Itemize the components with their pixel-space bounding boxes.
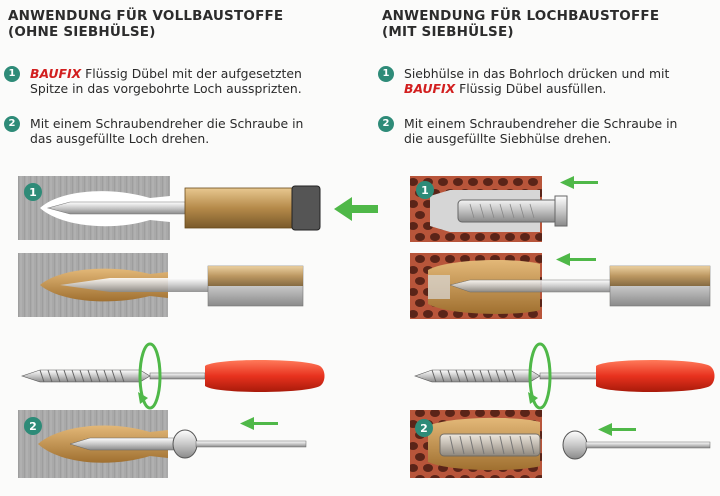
left-step-1-text-b: Spitze in das vorgebohrte Loch aussprizt… — [30, 81, 302, 96]
step-number-badge: 1 — [378, 66, 394, 82]
left-panel-1: 1 — [18, 176, 378, 240]
left-step-1-text: BAUFIX Flüssig Dübel mit der aufgesetzte… — [30, 66, 340, 96]
left-screwdriver — [21, 342, 325, 410]
left-title-line1: ANWENDUNG FÜR VOLLBAUSTOFFE — [8, 8, 284, 24]
right-step-1-text-b: Flüssig Dübel ausfüllen. — [455, 81, 607, 96]
right-step-2-text: Mit einem Schraubendreher die Schraube i… — [404, 116, 714, 146]
screw-head — [172, 429, 198, 459]
arrow-left-icon — [560, 176, 598, 189]
left-step-2-text-b: das ausgefüllte Loch drehen. — [30, 131, 210, 146]
right-step-2-text-a: Mit einem Schraubendreher die Schraube i… — [404, 116, 678, 131]
right-screwdriver — [414, 342, 715, 410]
right-step-1-text: Siebhülse in das Bohrloch drücken und mi… — [404, 66, 714, 96]
nozzle — [449, 279, 613, 293]
cartridge — [184, 187, 296, 229]
screwdriver-handle — [596, 360, 715, 392]
step-badge-text: 2 — [420, 422, 428, 435]
left-panel-2 — [18, 253, 304, 317]
nozzle — [46, 201, 186, 215]
left-step-2-text-a: Mit einem Schraubendreher die Schraube i… — [30, 116, 304, 131]
step-number-badge: 1 — [4, 66, 20, 82]
step-badge-text: 1 — [421, 184, 429, 197]
step-badge-icon — [415, 419, 433, 437]
right-panel-1: 1 — [410, 176, 598, 242]
arrow-left-icon — [598, 423, 636, 436]
screw — [21, 369, 151, 383]
step-number-badge: 2 — [378, 116, 394, 132]
screwdriver-handle — [205, 360, 325, 392]
left-step-1-text-a: Flüssig Dübel mit der aufgesetzten — [81, 66, 302, 81]
step-badge-icon — [416, 181, 434, 199]
arrow-left-icon — [240, 417, 278, 430]
rotation-arrow-icon — [528, 342, 552, 410]
left-title-line2: (OHNE SIEBHÜLSE) — [8, 24, 156, 40]
arrow-left-icon — [334, 197, 378, 221]
brand-name: BAUFIX — [404, 81, 456, 96]
step-badge-icon — [24, 183, 42, 201]
sieve-sleeve — [457, 199, 559, 223]
right-panel-2 — [410, 253, 711, 319]
step-badge-text: 2 — [29, 420, 37, 433]
nozzle — [60, 278, 210, 292]
right-title: ANWENDUNG FÜR LOCHBAUSTOFFE (MIT SIEBHÜL… — [382, 8, 720, 40]
arrow-left-icon — [556, 253, 596, 266]
right-title-line2: (MIT SIEBHÜLSE) — [382, 24, 514, 40]
left-step-2-text: Mit einem Schraubendreher die Schraube i… — [30, 116, 340, 146]
right-title-line1: ANWENDUNG FÜR LOCHBAUSTOFFE — [382, 8, 660, 24]
sieve-sleeve — [439, 433, 541, 457]
screwdriver-shaft — [195, 440, 307, 448]
screw — [69, 437, 176, 451]
step-number-badge: 2 — [4, 116, 20, 132]
left-column: ANWENDUNG FÜR VOLLBAUSTOFFE (OHNE SIEBHÜ… — [4, 0, 358, 146]
screw-head — [562, 430, 588, 460]
right-column: ANWENDUNG FÜR LOCHBAUSTOFFE (MIT SIEBHÜL… — [378, 0, 720, 146]
step-badge-icon — [24, 417, 42, 435]
cartridge-cap — [291, 185, 321, 231]
sieve-collar — [554, 195, 568, 227]
rotation-arrow-icon — [138, 342, 162, 410]
screwdriver-shaft — [149, 372, 206, 380]
step-badge-text: 1 — [29, 186, 37, 199]
left-panel-3: 2 — [18, 410, 307, 478]
right-step-1-text-a: Siebhülse in das Bohrloch drücken und mi… — [404, 66, 670, 81]
right-panel-3: 2 — [410, 410, 711, 478]
right-step-2-text-b: die ausgefüllte Siebhülse drehen. — [404, 131, 612, 146]
left-title: ANWENDUNG FÜR VOLLBAUSTOFFE (OHNE SIEBHÜ… — [8, 8, 358, 40]
brand-name: BAUFIX — [30, 66, 82, 81]
screwdriver-shaft — [585, 441, 711, 449]
